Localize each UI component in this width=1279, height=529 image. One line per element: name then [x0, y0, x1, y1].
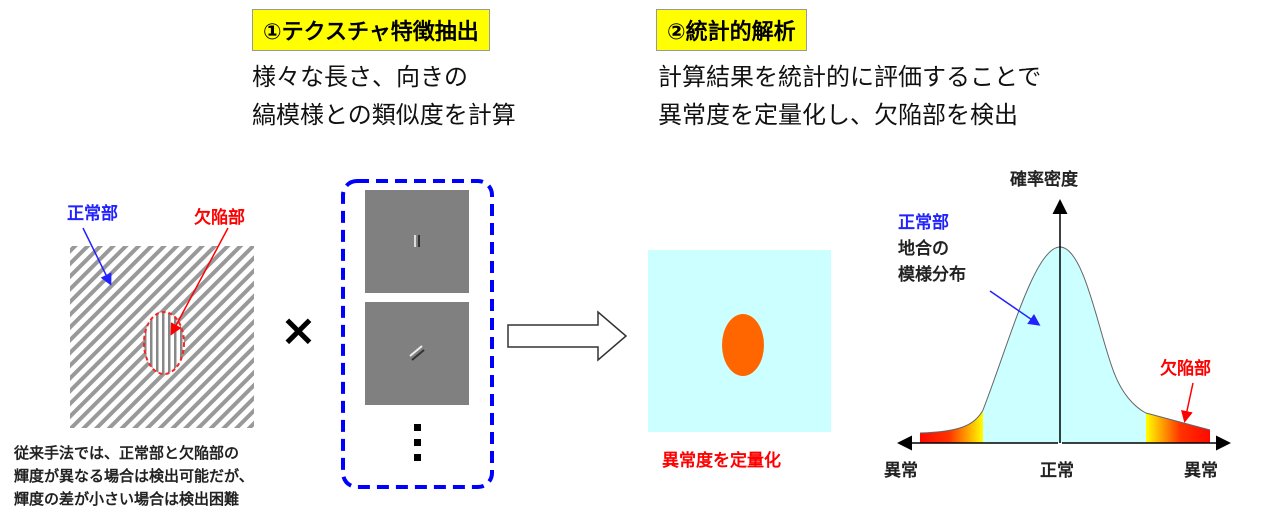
step2-desc-line2: 異常度を定量化し、欠陥部を検出 — [658, 101, 1018, 129]
defect-label: 欠陥部 — [194, 208, 245, 228]
chart-defect-label: 欠陥部 — [1160, 359, 1211, 379]
distribution-chart — [897, 199, 1231, 451]
filter-image-diagonal — [365, 302, 469, 405]
chart-normal-desc-line2: 模様分布 — [898, 265, 966, 285]
filter-image-vertical — [365, 190, 469, 293]
note-line: 輝度が異なる場合は検出可能だが、 — [14, 467, 254, 485]
x-label-left: 異常 — [884, 461, 918, 481]
defect-arrow — [170, 227, 229, 336]
texture-image — [70, 246, 254, 428]
step2-title: ②統計的解析 — [656, 9, 807, 51]
step1-desc-line2: 縞模様との類似度を計算 — [252, 101, 516, 129]
anomaly-region — [722, 314, 764, 376]
ellipsis-dots — [414, 424, 421, 461]
hollow-arrow — [507, 310, 628, 362]
step2-desc-line1: 計算結果を統計的に評価することで — [658, 63, 1042, 91]
y-axis-label: 確率密度 — [1010, 170, 1078, 190]
x-label-center: 正常 — [1040, 461, 1074, 481]
filter-bank-box — [341, 179, 494, 489]
chart-normal-label: 正常部 — [898, 213, 949, 233]
x-label-right: 異常 — [1184, 461, 1218, 481]
normal-label: 正常部 — [67, 204, 118, 224]
step1-desc-line1: 様々な長さ、向きの — [252, 63, 468, 91]
note-line: 従来手法では、正常部と欠陥部の — [14, 444, 240, 462]
normal-arrow — [82, 227, 112, 286]
quantify-caption: 異常度を定量化 — [662, 451, 781, 471]
multiply-sign: × — [280, 305, 317, 356]
step1-title: ①テクスチャ特徴抽出 — [252, 9, 490, 51]
note-line: 輝度の差が小さい場合は検出困難 — [14, 490, 240, 508]
conventional-method-note: 従来手法では、正常部と欠陥部の 輝度が異なる場合は検出可能だが、 輝度の差が小さ… — [14, 442, 254, 511]
chart-normal-desc-line1: 地合の — [898, 239, 949, 259]
